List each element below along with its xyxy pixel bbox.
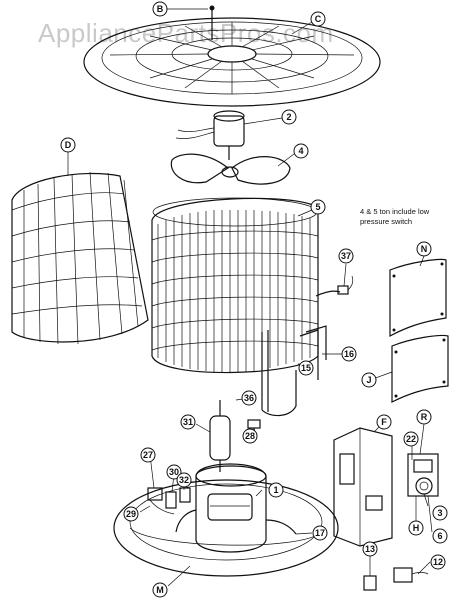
pressure-switch bbox=[315, 275, 354, 297]
compressor bbox=[175, 463, 297, 553]
callout-1: 1 bbox=[268, 482, 284, 498]
side-panel-bottom bbox=[391, 334, 449, 403]
callout-label-22: 22 bbox=[406, 434, 416, 444]
callout-label-B: B bbox=[157, 4, 164, 14]
control-components bbox=[407, 453, 439, 497]
callout-label-32: 32 bbox=[179, 475, 189, 485]
callout-label-6: 6 bbox=[437, 531, 442, 541]
callout-label-2: 2 bbox=[286, 112, 291, 122]
note-line-1: 4 & 5 ton include low bbox=[360, 207, 430, 216]
callout-C: C bbox=[310, 11, 326, 27]
small-parts-bottom bbox=[363, 567, 429, 591]
fan-grille-top bbox=[83, 17, 381, 107]
callout-label-13: 13 bbox=[365, 544, 375, 554]
fan-blade bbox=[170, 153, 291, 185]
callout-label-M: M bbox=[156, 585, 164, 595]
compressor-terminals bbox=[147, 487, 191, 515]
callout-30: 30 bbox=[166, 464, 182, 480]
side-panel-top bbox=[389, 258, 447, 337]
callout-label-4: 4 bbox=[298, 146, 303, 156]
base-pan bbox=[113, 479, 339, 577]
callout-36: 36 bbox=[241, 390, 257, 406]
note-line-2: pressure switch bbox=[360, 217, 412, 226]
callout-label-H: H bbox=[413, 523, 420, 533]
callout-37: 37 bbox=[338, 248, 354, 264]
callout-label-5: 5 bbox=[315, 202, 320, 212]
callout-label-37: 37 bbox=[341, 251, 351, 261]
callout-6: 6 bbox=[432, 528, 448, 544]
callout-28: 28 bbox=[242, 428, 258, 444]
callout-R: R bbox=[416, 409, 432, 425]
screw-part bbox=[209, 5, 215, 40]
callout-27: 27 bbox=[140, 447, 156, 463]
control-box bbox=[333, 427, 393, 547]
callout-label-36: 36 bbox=[244, 393, 254, 403]
leader-lines bbox=[67, 8, 433, 587]
callout-label-1: 1 bbox=[273, 485, 278, 495]
callout-D: D bbox=[60, 137, 76, 153]
callout-label-17: 17 bbox=[315, 528, 325, 538]
callout-N: N bbox=[416, 241, 432, 257]
callout-label-N: N bbox=[421, 244, 428, 254]
callout-label-28: 28 bbox=[245, 431, 255, 441]
callout-22: 22 bbox=[403, 431, 419, 447]
callout-5: 5 bbox=[310, 199, 326, 215]
callout-13: 13 bbox=[362, 541, 378, 557]
callout-15: 15 bbox=[298, 360, 314, 376]
filter-drier bbox=[209, 400, 231, 472]
callout-label-R: R bbox=[421, 412, 428, 422]
callout-2: 2 bbox=[281, 109, 297, 125]
fan-motor bbox=[175, 110, 245, 160]
callout-label-C: C bbox=[315, 14, 322, 24]
callout-31: 31 bbox=[180, 414, 196, 430]
callout-17: 17 bbox=[312, 525, 328, 541]
callout-label-30: 30 bbox=[169, 467, 179, 477]
callout-29: 29 bbox=[123, 506, 139, 522]
callout-label-12: 12 bbox=[433, 557, 443, 567]
callout-12: 12 bbox=[430, 554, 446, 570]
callout-F: F bbox=[376, 414, 392, 430]
callout-B: B bbox=[152, 1, 168, 17]
callout-label-27: 27 bbox=[143, 450, 153, 460]
callout-label-3: 3 bbox=[437, 508, 442, 518]
callout-4: 4 bbox=[293, 143, 309, 159]
callout-32: 32 bbox=[176, 472, 192, 488]
refrigerant-tubing bbox=[261, 325, 327, 417]
callout-16: 16 bbox=[341, 346, 357, 362]
callout-label-J: J bbox=[366, 375, 371, 385]
callout-H: H bbox=[408, 520, 424, 536]
callout-label-F: F bbox=[381, 417, 387, 427]
callout-label-29: 29 bbox=[126, 509, 136, 519]
callout-M: M bbox=[152, 582, 168, 598]
callout-label-15: 15 bbox=[301, 363, 311, 373]
callout-J: J bbox=[361, 372, 377, 388]
condenser-coil bbox=[151, 197, 319, 374]
callout-label-D: D bbox=[65, 140, 72, 150]
callout-3: 3 bbox=[432, 505, 448, 521]
callout-label-31: 31 bbox=[183, 417, 193, 427]
callout-label-16: 16 bbox=[344, 349, 354, 359]
wire-guard bbox=[11, 171, 149, 345]
